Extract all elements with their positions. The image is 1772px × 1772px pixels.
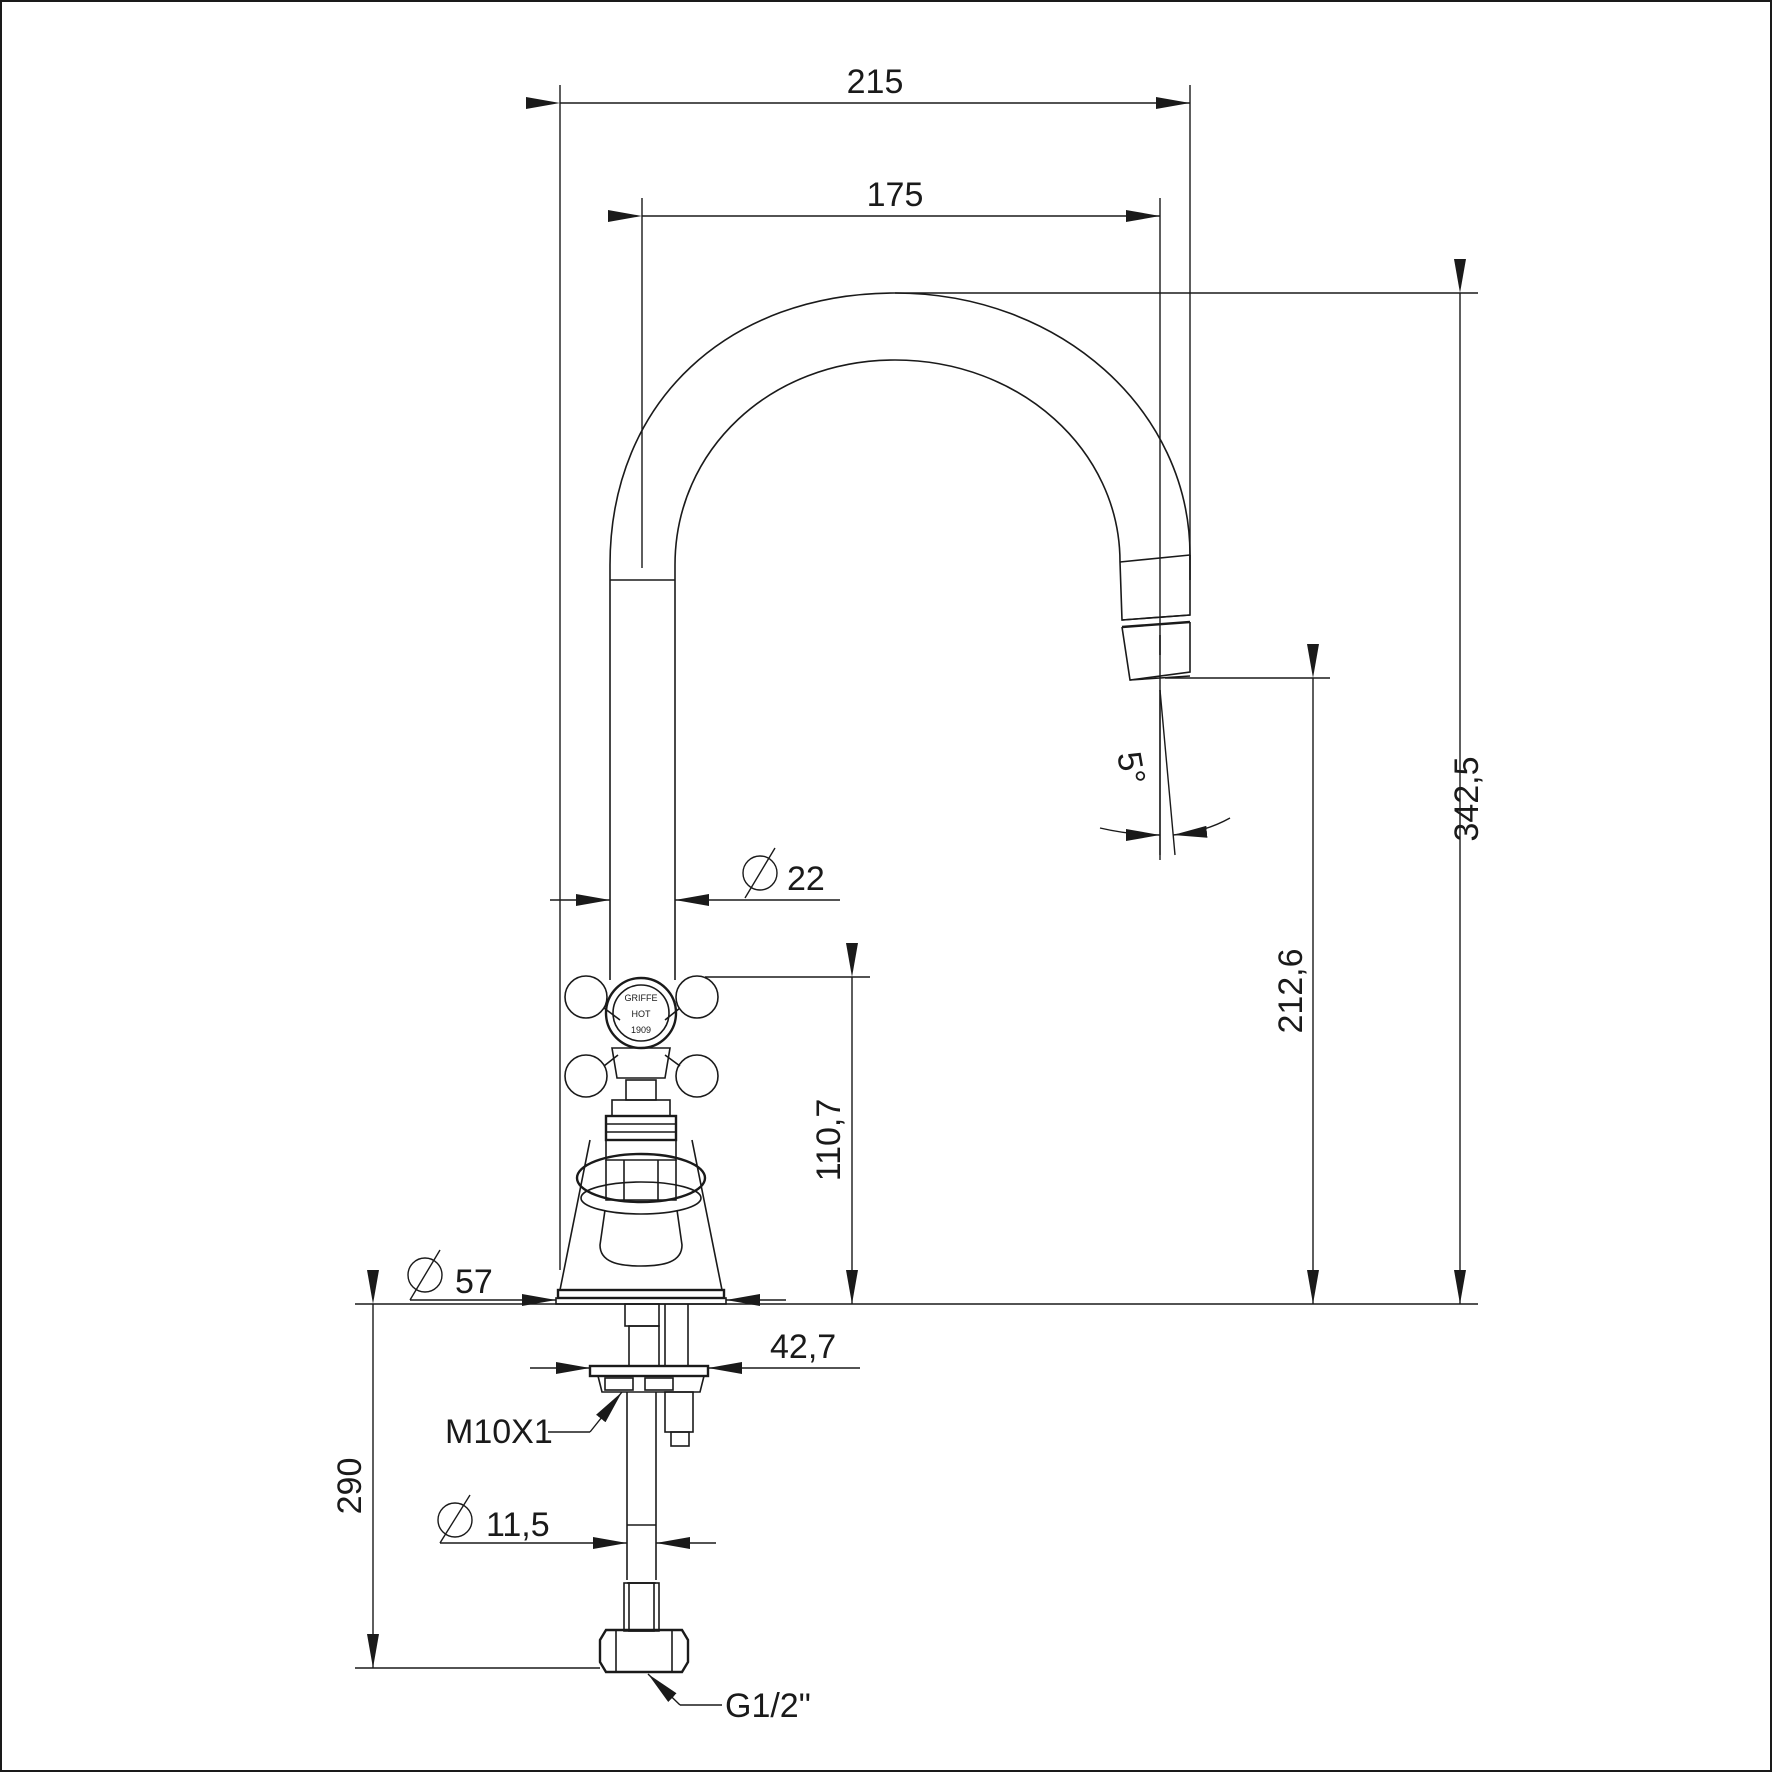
faucet-base	[555, 1139, 727, 1305]
dim-175: 175	[608, 176, 1161, 860]
mounting-nut	[588, 1364, 710, 1378]
dim-diameter-22: 22	[550, 847, 840, 906]
valve-stem	[575, 1079, 707, 1215]
dim-215: 215	[526, 63, 1191, 1270]
dim-angle-5: 5°	[1099, 689, 1231, 856]
dim-label-42-7: 42,7	[770, 1328, 836, 1366]
dim-label-110-7: 110,7	[810, 1099, 848, 1182]
cap-text-middle: HOT	[632, 1009, 652, 1019]
cross-handle: GRIFFE HOT 1909	[564, 975, 719, 1098]
callout-connection-label: G1/2"	[725, 1687, 811, 1725]
callout-connection: G1/2"	[647, 1673, 811, 1725]
dim-label-212-6: 212,6	[1272, 948, 1310, 1033]
cap-text-bottom: 1909	[631, 1025, 651, 1035]
callout-thread: M10X1	[445, 1391, 623, 1451]
dim-label-175: 175	[867, 176, 924, 214]
dim-42-7: 42,7	[530, 1328, 860, 1374]
dim-110-7: 110,7	[705, 943, 870, 1304]
callout-thread-label: M10X1	[445, 1413, 553, 1451]
dim-label-290: 290	[331, 1458, 369, 1515]
faucet-body: GRIFFE HOT 1909	[555, 292, 1191, 1674]
dim-212-6: 212,6	[1165, 644, 1330, 1304]
dim-label-215: 215	[847, 63, 904, 101]
supply-nut	[598, 1628, 690, 1674]
dim-label-57: 57	[455, 1263, 493, 1301]
dim-label-5-deg: 5°	[1109, 749, 1152, 788]
dim-label-11-5: 11,5	[486, 1506, 550, 1544]
dim-diameter-11-5: 11,5	[437, 1494, 716, 1549]
dim-290: 290	[331, 1270, 600, 1669]
dim-label-342-5: 342,5	[1448, 756, 1486, 841]
mounting-shank	[588, 1303, 710, 1674]
spout-inner-curve	[674, 359, 1121, 580]
dim-diameter-57: 57	[407, 1249, 786, 1306]
cap-text-top: GRIFFE	[625, 993, 658, 1003]
dim-label-22: 22	[787, 860, 825, 898]
spout-tip	[1119, 554, 1191, 681]
spout-outer-curve	[609, 292, 1191, 580]
dim-342-5: 342,5	[895, 259, 1486, 1304]
